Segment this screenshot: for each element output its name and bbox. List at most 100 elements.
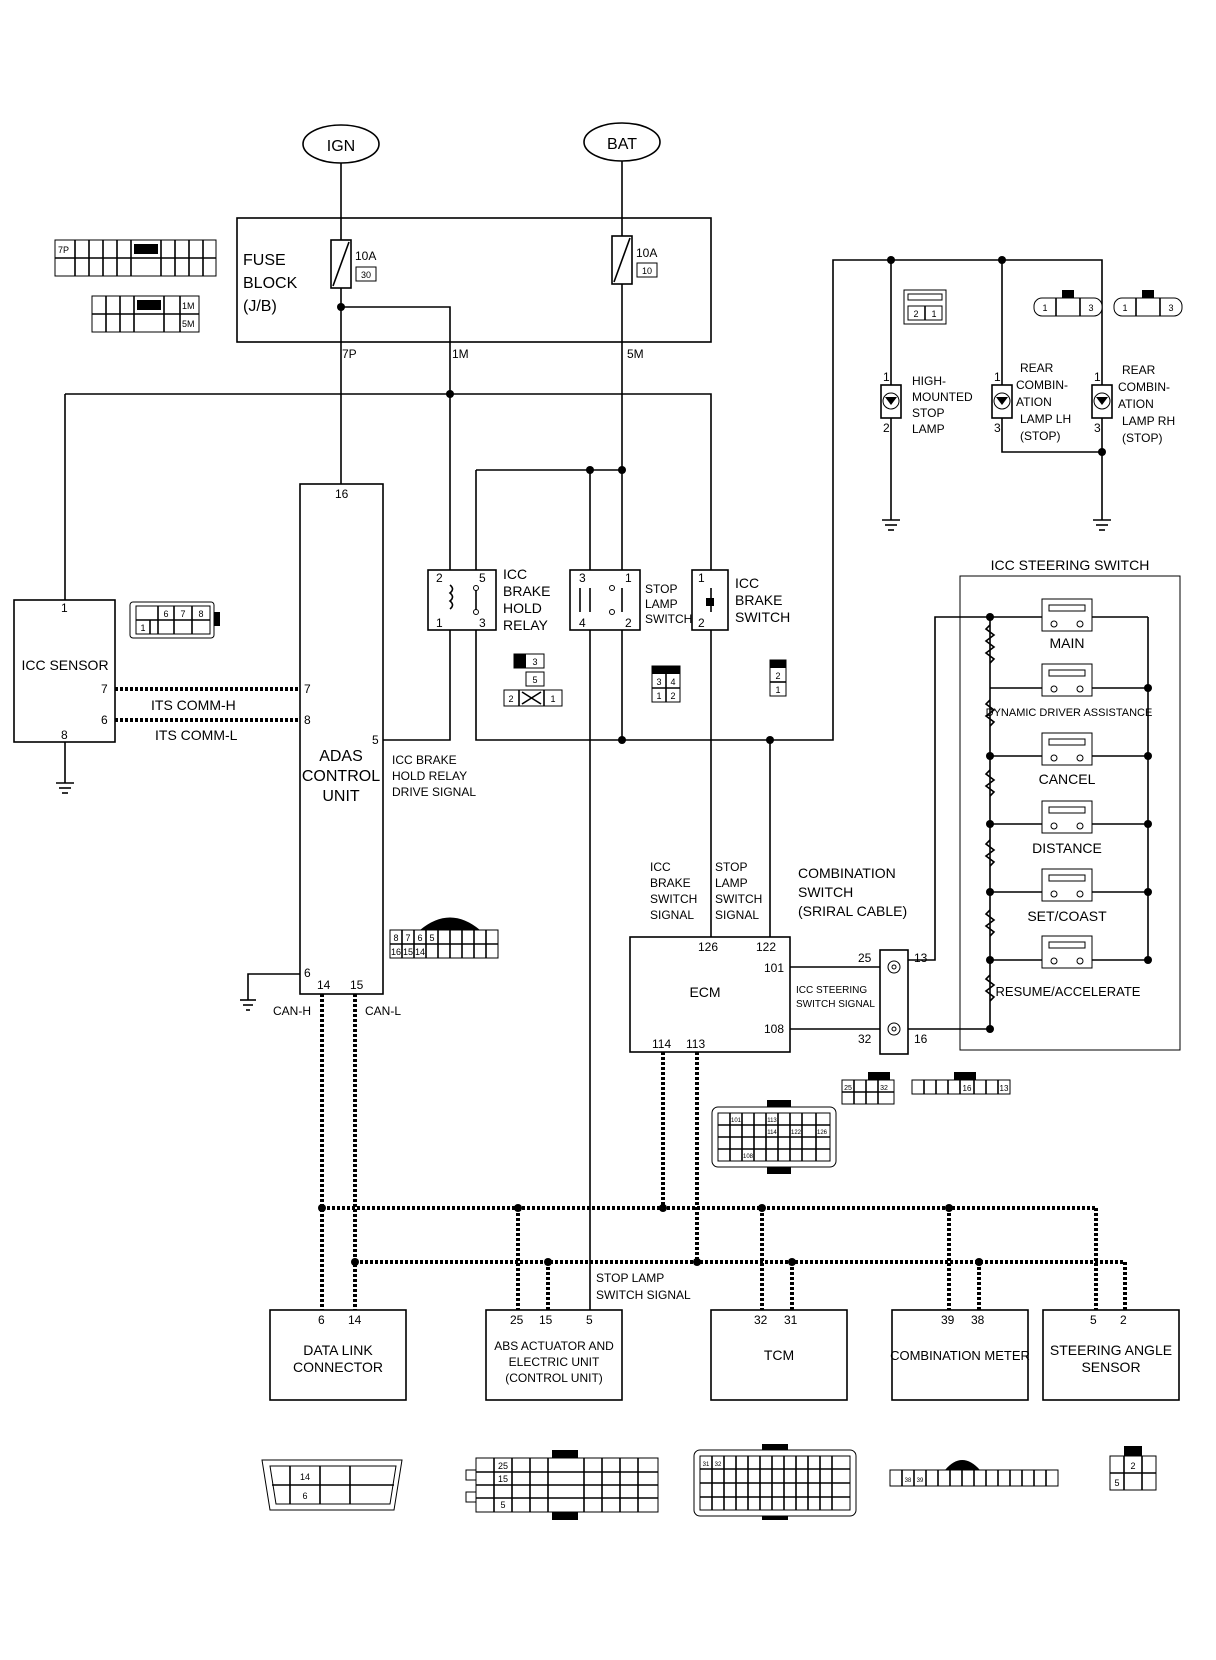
conn-ecm-pin-113: 113: [767, 1118, 777, 1124]
conn-ecm-pin-114: 114: [767, 1130, 777, 1136]
combo-label-2: SWITCH: [798, 884, 853, 900]
relay-drive-signal-3: DRIVE SIGNAL: [392, 785, 476, 799]
connector-view-rear-lamp-rh: 1 3: [1113, 290, 1183, 317]
conn-rh-pin-3: 3: [1168, 303, 1173, 313]
conn-dlc-pin-6: 6: [302, 1491, 307, 1501]
combination-switch: 25 13 32 16: [858, 949, 928, 1055]
conn-adas-pin-7: 7: [405, 933, 410, 943]
conn-stop-pin-1: 1: [656, 691, 661, 701]
connector-view-dlc: 14 6: [261, 1459, 403, 1511]
conn-stop-pin-3: 3: [656, 677, 661, 687]
connector-view-high-lamp: 2 1: [903, 289, 947, 325]
fuse-10-number: 10: [642, 266, 652, 276]
conn-sas-pin-2: 2: [1130, 1461, 1135, 1471]
icc-brake-label-2: BRAKE: [735, 592, 782, 608]
fuse-block: FUSE BLOCK (J/B) 10A 30 10A 10 7P 1M 5M: [236, 217, 712, 361]
conn-icc-brake-pin-2: 2: [775, 671, 780, 681]
conn-adas-pin-15: 15: [403, 947, 413, 957]
combo-pin-25: 25: [858, 951, 872, 965]
conn-tcm-pin-32: 32: [715, 1462, 722, 1468]
ign-supply: IGN: [302, 124, 380, 164]
connector-view-steering-sensor: 2 5: [1109, 1446, 1157, 1491]
connector-view-icc-brake: 2 1: [769, 659, 787, 697]
icc-sensor-pin-6: 6: [101, 713, 108, 727]
ecm: ECM 126 122 101 108 114 113: [629, 936, 791, 1053]
icc-brake-hold-relay: 2 5 1 3: [427, 569, 497, 631]
icc-sensor-label: ICC SENSOR: [21, 657, 108, 673]
relay-drive-signal-2: HOLD RELAY: [392, 769, 467, 783]
abs-stop-sig-1: STOP LAMP: [596, 1271, 664, 1285]
conn-adas-pin-16: 16: [391, 947, 401, 957]
adas-pin-5: 5: [372, 733, 379, 747]
rh-lamp-label-4: LAMP RH: [1122, 414, 1175, 428]
ecm-pin-122: 122: [756, 940, 776, 954]
connector-5m-label: 5M: [182, 319, 195, 329]
ecm-brake-sig-4: SIGNAL: [650, 908, 694, 922]
button-label-cancel: CANCEL: [1039, 771, 1096, 787]
meter-pin-39: 39: [941, 1313, 955, 1327]
ecm-pin-113: 113: [686, 1037, 705, 1051]
high-lamp-pin-2: 2: [883, 421, 890, 435]
stop-switch-pin-3: 3: [579, 571, 586, 585]
button-label-main: MAIN: [1050, 635, 1085, 651]
conn-adas-pin-5: 5: [429, 933, 434, 943]
adas-pin-14: 14: [317, 978, 331, 992]
abs-label-1: ABS ACTUATOR AND: [494, 1339, 614, 1353]
fuse-block-label-1: FUSE: [243, 252, 286, 269]
high-lamp-label-2: MOUNTED: [912, 390, 973, 404]
abs-pin-5: 5: [586, 1313, 593, 1327]
high-lamp-label-1: HIGH-: [912, 374, 946, 388]
conn-relay-pin-5: 5: [532, 675, 537, 685]
relay-label-1: ICC: [503, 566, 527, 582]
lh-lamp-label-5: (STOP): [1020, 429, 1060, 443]
its-comm-h-label: ITS COMM-H: [151, 697, 236, 713]
connector-view-icc-sensor: 6 7 8 1: [129, 601, 220, 639]
adas-label-1: ADAS: [319, 748, 363, 765]
connector-1m-label: 1M: [182, 301, 195, 311]
high-lamp-label-3: STOP: [912, 406, 944, 420]
abs-label-3: (CONTROL UNIT): [505, 1371, 603, 1385]
button-label-distance: DISTANCE: [1032, 840, 1102, 856]
connector-view-combo-a: 25 32: [841, 1072, 895, 1105]
data-link-connector: 6 14 DATA LINK CONNECTOR: [269, 1309, 407, 1401]
conn-relay-pin-1: 1: [550, 694, 555, 704]
rear-combination-lamp-rh: 1 3: [1091, 370, 1113, 435]
fuse-10-rating: 10A: [636, 246, 657, 260]
steering-button-dda: DYNAMIC DRIVER ASSISTANCE: [986, 663, 1152, 719]
steering-button-distance: DISTANCE: [986, 800, 1152, 856]
connector-view-combo-b: 16 13: [911, 1072, 1011, 1095]
its-comm-l-label: ITS COMM-L: [155, 727, 238, 743]
fuse-block-label-2: BLOCK: [243, 275, 298, 292]
can-l-label: CAN-L: [365, 1004, 401, 1018]
conn-high-lamp-pin-1: 1: [931, 309, 936, 319]
tcm-label: TCM: [764, 1347, 794, 1363]
stop-lamp-switch: 3 1 4 2: [569, 569, 641, 631]
connector-view-relay: 3 5 2 1: [503, 653, 563, 707]
ecm-pin-101: 101: [764, 961, 784, 975]
ecm-steer-sig-2: SWITCH SIGNAL: [796, 999, 875, 1010]
combo-pin-16: 16: [914, 1032, 928, 1046]
conn-ecm-pin-122: 122: [791, 1130, 802, 1136]
rear-combination-lamp-lh: 1 3: [991, 370, 1013, 435]
dlc-pin-6: 6: [318, 1313, 325, 1327]
conn-icc-pin-7: 7: [180, 609, 185, 619]
conn-stop-pin-4: 4: [670, 677, 675, 687]
steering-angle-sensor: 5 2 STEERING ANGLE SENSOR: [1042, 1309, 1180, 1401]
ecm-stop-sig-2: LAMP: [715, 876, 748, 890]
icc-brake-label-1: ICC: [735, 575, 759, 591]
dlc-label-1: DATA LINK: [303, 1342, 373, 1358]
relay-label-3: HOLD: [503, 600, 542, 616]
adas-pin-8: 8: [304, 713, 311, 727]
conn-rh-pin-1: 1: [1122, 303, 1127, 313]
combo-label-3: (SRIRAL CABLE): [798, 903, 907, 919]
ecm-stop-sig-1: STOP: [715, 860, 747, 874]
rh-lamp-label-5: (STOP): [1122, 431, 1162, 445]
connector-view-stop-switch: 3 4 1 2: [651, 665, 681, 703]
connector-7p-label: 7P: [58, 245, 69, 255]
ecm-steer-sig-1: ICC STEERING: [796, 985, 867, 996]
conn-tcm-pin-31: 31: [703, 1462, 710, 1468]
combo-pin-13: 13: [914, 951, 928, 965]
connector-view-ecm: 101 113 114 122 126 108: [711, 1100, 837, 1174]
conn-adas-pin-14: 14: [415, 947, 425, 957]
abs-pin-15: 15: [539, 1313, 553, 1327]
